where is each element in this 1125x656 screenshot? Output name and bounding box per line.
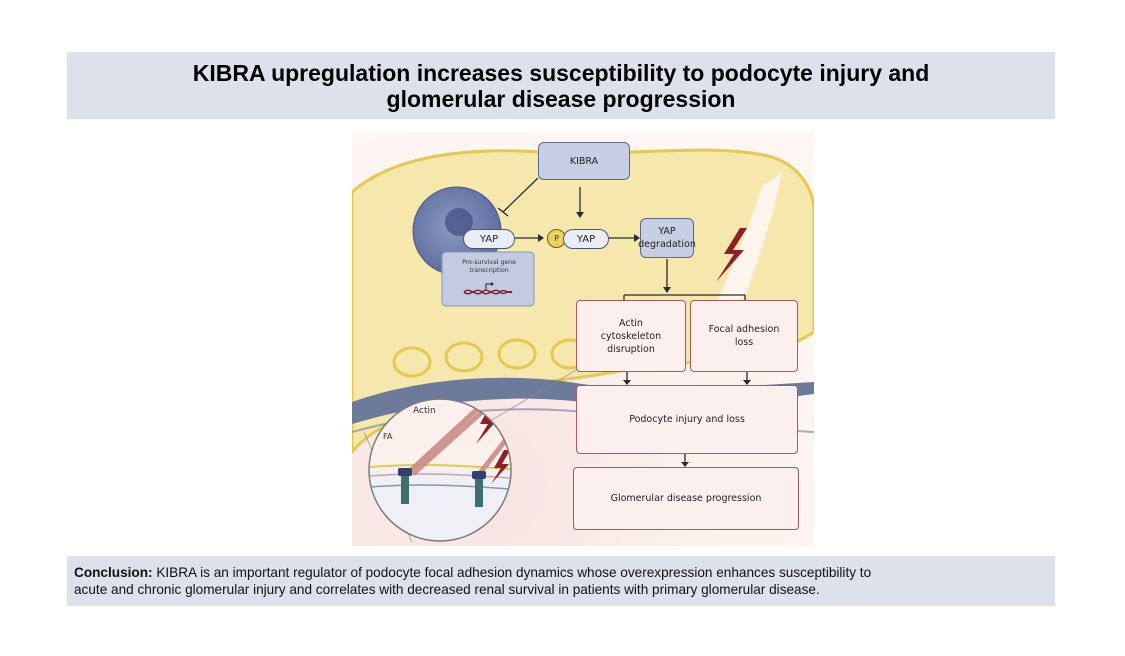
fa-complex-left: [398, 468, 412, 504]
focal-adhesion-loss-node: Focal adhesion loss: [690, 300, 798, 372]
page-title: KIBRA upregulation increases susceptibil…: [67, 60, 1055, 112]
kibra-node: KIBRA: [538, 142, 630, 180]
title-banner: KIBRA upregulation increases susceptibil…: [67, 52, 1055, 119]
glomerular-progression-node: Glomerular disease progression: [573, 467, 799, 530]
conclusion-banner: Conclusion: KIBRA is an important regula…: [67, 556, 1055, 606]
actin-disruption-line-2: cytoskeleton: [600, 330, 662, 342]
dna-helix-icon: [463, 289, 513, 295]
yap-degradation-line-2: degradation: [638, 239, 696, 250]
pro-survival-label: Pro-survival gene transcription: [447, 259, 531, 275]
actin-disruption-node: Actin cytoskeleton disruption: [576, 300, 686, 372]
graphical-abstract-figure: KIBRA YAP P YAP YAP degradation Pro-surv…: [352, 132, 814, 546]
cell-cleft: [712, 172, 782, 311]
conclusion-label: Conclusion:: [74, 565, 153, 580]
inset-lightning-icon-1: [476, 402, 500, 444]
conclusion-body-1: KIBRA is an important regulator of podoc…: [152, 565, 872, 580]
inset-actin-label: Actin: [413, 406, 436, 416]
focal-adhesion-loss-line-2: loss: [734, 337, 754, 348]
yap-degradation-line-1: YAP: [658, 226, 676, 237]
focal-adhesion-loss-line-1: Focal adhesion: [708, 324, 780, 335]
pro-survival-line-2: transcription: [469, 267, 509, 274]
yap-nuclear-pill: YAP: [463, 229, 515, 249]
title-line-1: KIBRA upregulation increases susceptibil…: [192, 60, 930, 86]
conclusion-text: Conclusion: KIBRA is an important regula…: [74, 564, 1049, 598]
yap-phospho-pill: YAP: [563, 229, 609, 249]
inset-fa-label: FA: [383, 432, 393, 441]
transcription-arrow-icon: [485, 283, 493, 290]
inset-lightning-icon-2: [491, 450, 510, 484]
podocyte-injury-node: Podocyte injury and loss: [576, 385, 798, 454]
fa-complex-right: [472, 471, 486, 507]
actin-disruption-line-3: disruption: [607, 343, 655, 355]
conclusion-line-2: acute and chronic glomerular injury and …: [74, 582, 820, 597]
title-line-2: glomerular disease progression: [386, 86, 736, 112]
arrow-heads: [538, 212, 751, 467]
yap-degradation-node: YAP degradation: [638, 218, 696, 258]
conclusion-line-1: Conclusion: KIBRA is an important regula…: [74, 564, 1049, 581]
actin-disruption-line-1: Actin: [619, 317, 643, 329]
pathway-connectors: [497, 177, 748, 462]
pro-survival-line-1: Pro-survival gene: [462, 259, 516, 266]
